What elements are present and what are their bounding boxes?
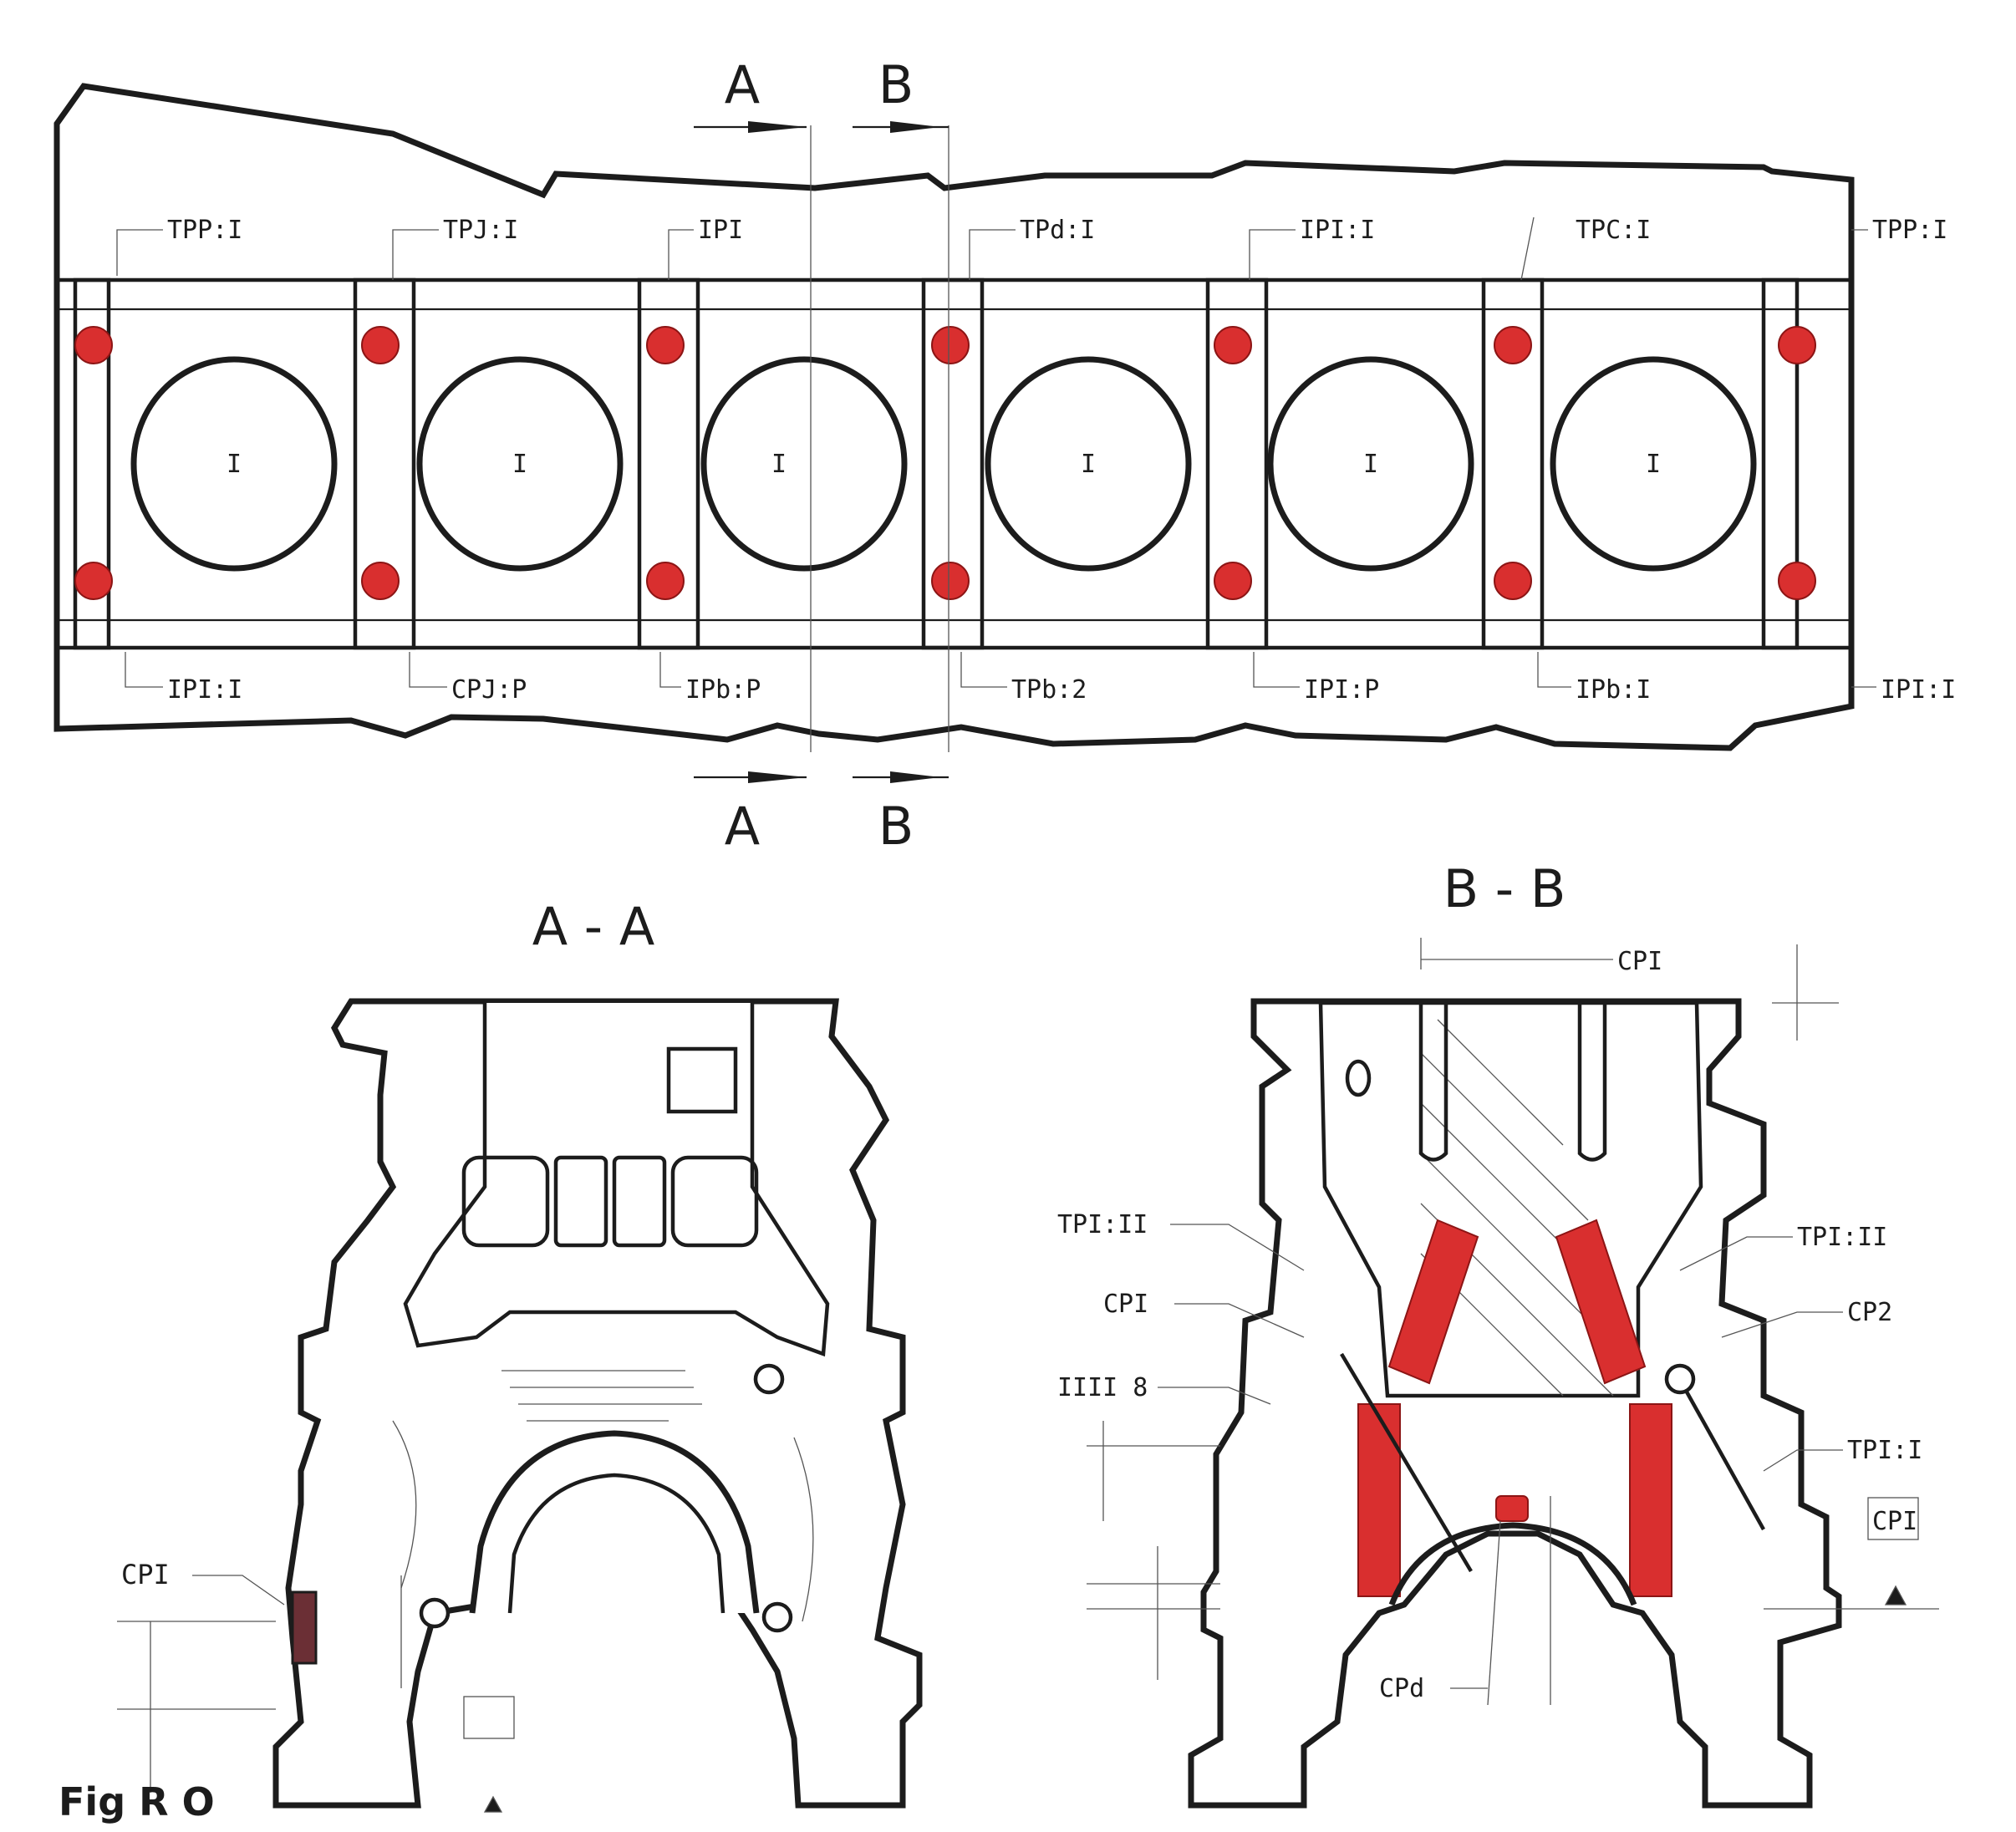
head-bolt-boss: [931, 326, 970, 364]
bore-label-4: I: [1081, 450, 1096, 479]
section-aa-leader-1: [192, 1575, 285, 1606]
oil-passage-left: [1387, 1219, 1479, 1385]
callout-bottom-2: CPJ:P: [451, 675, 527, 705]
section-bb-leaders: [1158, 1224, 1843, 1689]
section-bb-slots: [1418, 1003, 1607, 1162]
section-aa-boss: [419, 1597, 451, 1629]
bore-label-5: I: [1363, 450, 1378, 479]
section-aa-callout-1: CPI: [121, 1559, 170, 1590]
callout-bottom-7: IPI:I: [1881, 675, 1956, 705]
section-bb-callout-4: IIII 8: [1057, 1373, 1148, 1402]
section-aa-cavity: [403, 1003, 830, 1357]
main-stud-right: [1629, 1403, 1672, 1597]
callout-top-1: TPP:I: [167, 216, 242, 245]
head-bolt-boss: [361, 326, 400, 364]
top-view: I I I I I I: [53, 54, 1956, 857]
section-bb-callout-2: TPI:II: [1057, 1210, 1148, 1239]
head-bolt-boss: [74, 562, 113, 600]
section-bb-outline: [1188, 998, 1842, 1809]
section-bb-red-features: [1357, 1219, 1672, 1597]
callout-bottom-4: TPb:2: [1011, 675, 1087, 705]
section-bb-oil-line-right: [1683, 1386, 1765, 1531]
main-stud-left: [1357, 1403, 1401, 1597]
section-bb-cylinder-wall: [1318, 1000, 1703, 1398]
head-bolt-boss: [1214, 326, 1252, 364]
callout-top-3: IPI: [698, 216, 743, 245]
callout-bottom-1: IPI:I: [167, 675, 242, 705]
section-aa-port: [666, 1046, 738, 1114]
footer-caption: Fig R O: [59, 1779, 215, 1824]
section-bb-callout-9: CPd: [1379, 1674, 1424, 1703]
callout-top-2: TPJ:I: [443, 216, 518, 245]
cylinder-bore-3: [700, 356, 908, 572]
section-marker-b-bottom: B: [878, 796, 914, 857]
head-bolt-boss: [1494, 326, 1532, 364]
section-bb-callout-5: TPI:II: [1797, 1223, 1887, 1252]
section-bb-boss: [1664, 1363, 1696, 1395]
head-bolt-boss: [931, 562, 970, 600]
callout-leaders-top: [116, 216, 1868, 281]
section-bb-title: B - B: [1443, 858, 1566, 919]
cylinder-bore-6: [1550, 356, 1757, 572]
section-aa-title: A - A: [532, 896, 655, 957]
section-aa-hatching: [392, 1370, 814, 1688]
head-bolt-boss: [646, 326, 685, 364]
section-marker-a-top: A: [725, 54, 760, 115]
oil-passage-right: [1555, 1219, 1647, 1385]
head-bolt-boss: [74, 326, 113, 364]
section-bb-dimensions: [1087, 938, 1939, 1706]
cylinder-bores: [130, 356, 1757, 572]
section-bb-oil-line: [1340, 1352, 1473, 1573]
cylinder-bore-1: [130, 356, 338, 572]
section-bb-callout-8: CPI: [1872, 1507, 1917, 1536]
section-bb-callout-7: TPI:I: [1847, 1436, 1922, 1465]
section-bb-crank-bore: [1388, 1522, 1637, 1606]
section-bb-hole: [1345, 1059, 1372, 1097]
bore-label-3: I: [771, 450, 787, 479]
section-aa-dimensions: [117, 1621, 515, 1813]
callout-top-5: IPI:I: [1300, 216, 1375, 245]
head-bolt-boss: [1214, 562, 1252, 600]
block-outline: [53, 83, 1855, 751]
section-aa-crank-bore-inner: [507, 1473, 725, 1614]
bore-label-1: I: [227, 450, 242, 479]
section-aa-boss: [753, 1363, 785, 1395]
section-bb-callout-6: CP2: [1847, 1298, 1892, 1327]
head-bolt-boss: [361, 562, 400, 600]
head-bolt-bosses: [74, 326, 1816, 600]
callout-leaders-bottom: [125, 652, 1876, 688]
bore-label-2: I: [512, 450, 527, 479]
section-bb-callout-1: CPI: [1617, 947, 1662, 976]
head-bolt-boss: [646, 562, 685, 600]
callout-top-6: TPC:I: [1576, 216, 1651, 245]
callout-top-7: TPP:I: [1872, 216, 1947, 245]
oil-hole-marker: [1495, 1495, 1529, 1522]
head-bolt-boss: [1778, 326, 1816, 364]
head-bolt-boss: [1494, 562, 1532, 600]
cylinder-bore-2: [416, 356, 624, 572]
section-aa-boss: [761, 1601, 793, 1633]
head-bolt-boss: [1778, 562, 1816, 600]
callout-bottom-3: IPb:P: [685, 675, 761, 705]
section-arrows: [694, 121, 949, 783]
section-bb-callout-3: CPI: [1103, 1290, 1148, 1319]
callout-top-4: TPd:I: [1020, 216, 1095, 245]
cylinder-bore-5: [1267, 356, 1474, 572]
section-marker-b-top: B: [878, 54, 914, 115]
section-aa-plug: [291, 1590, 318, 1665]
section-aa-view: A - A: [117, 896, 923, 1813]
bore-label-6: I: [1646, 450, 1661, 479]
callout-bottom-5: IPI:P: [1304, 675, 1379, 705]
callout-bottom-6: IPb:I: [1576, 675, 1651, 705]
section-aa-crank-bore: [469, 1430, 760, 1614]
section-bb-view: B - B: [1057, 858, 1939, 1809]
section-marker-a-bottom: A: [725, 796, 760, 857]
cylinder-bore-4: [985, 356, 1192, 572]
section-aa-lifters: [461, 1155, 759, 1248]
